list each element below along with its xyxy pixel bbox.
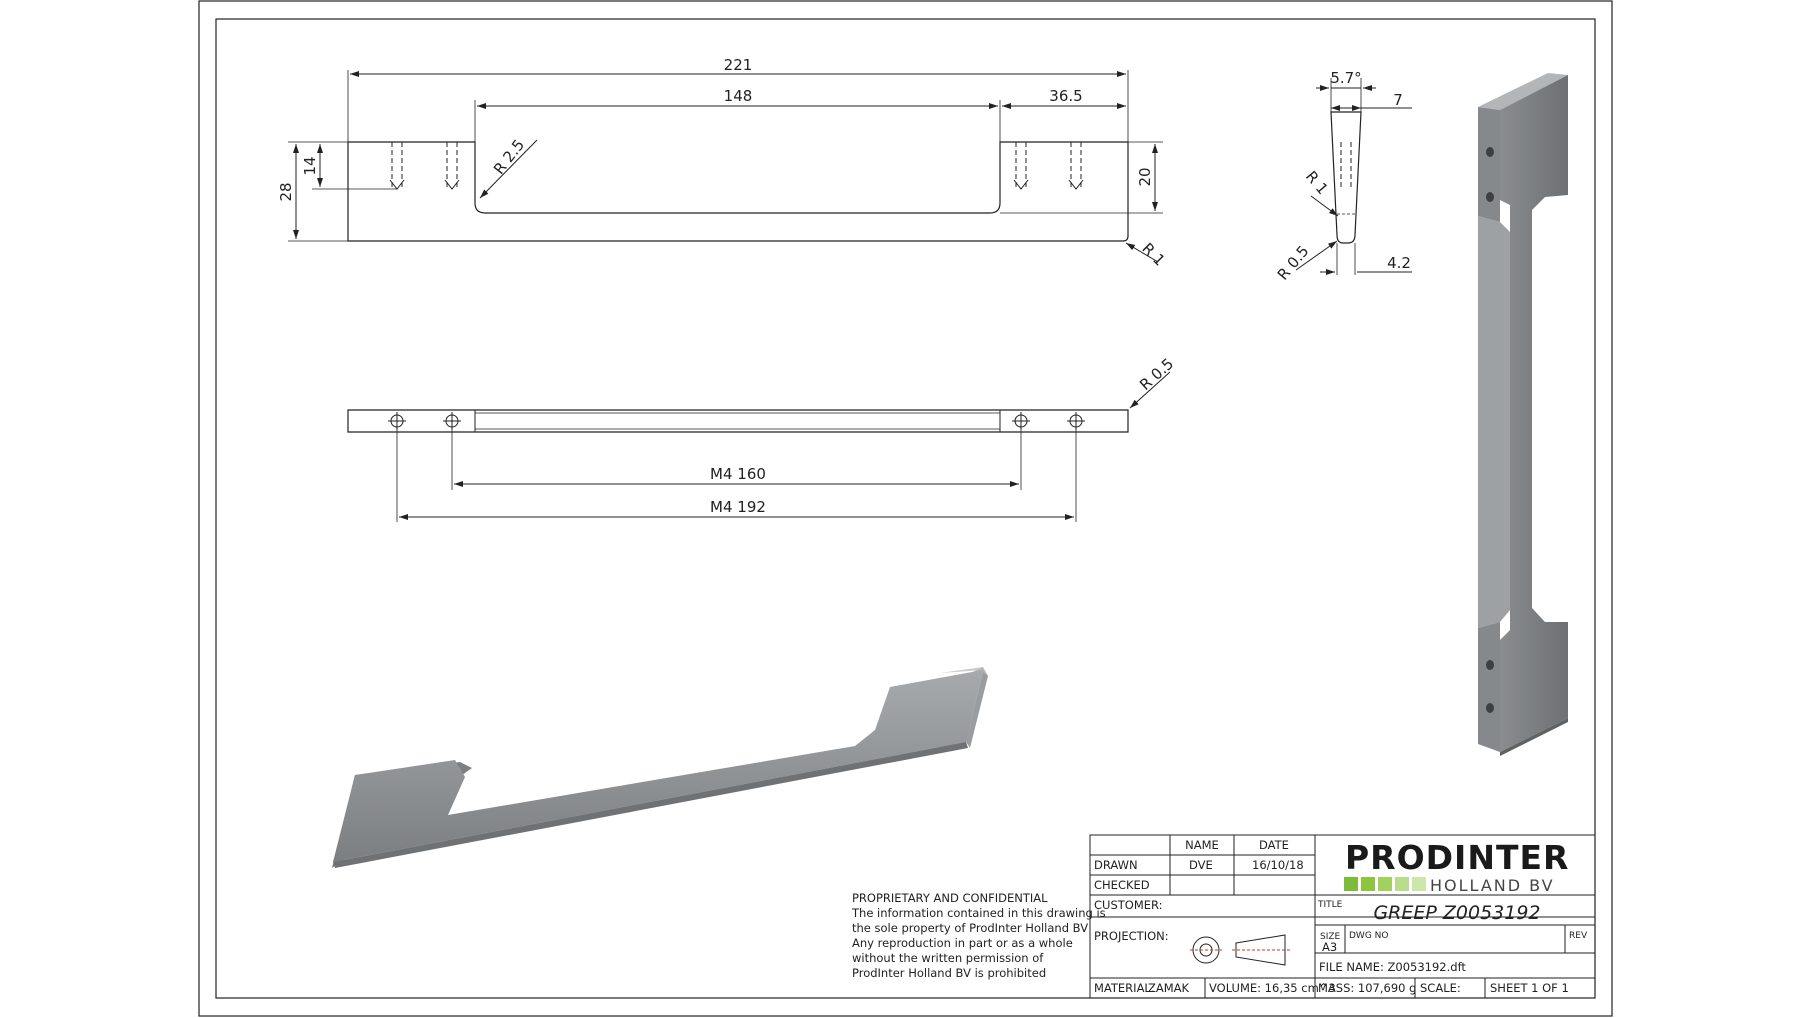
isometric-handle-render xyxy=(332,667,988,868)
tb-title-value: GREEP Z0053192 xyxy=(1373,902,1540,924)
top-view-outline xyxy=(347,409,1129,433)
top-view xyxy=(347,371,1171,522)
dim-overall: 221 xyxy=(724,56,753,74)
dim-height: 28 xyxy=(277,182,295,201)
inner-border xyxy=(215,18,1596,999)
tb-drawn-date: 16/10/18 xyxy=(1252,858,1304,872)
projection-symbol xyxy=(1190,934,1290,966)
dim-hole-192: M4 192 xyxy=(710,498,766,516)
confidential-line-1: The information contained in this drawin… xyxy=(851,906,1106,920)
title-block xyxy=(1089,834,1596,999)
tb-size-label: SIZE xyxy=(1320,932,1341,942)
tb-dwg-label: DWG NO xyxy=(1349,931,1388,941)
dim-middle: 148 xyxy=(724,87,753,105)
dim-top-radius: R 0.5 xyxy=(1136,355,1177,395)
tb-volume: VOLUME: 16,35 cm^3 xyxy=(1209,981,1336,995)
side-view-outline xyxy=(1330,111,1362,244)
confidential-line-3: Any reproduction in part or as a whole xyxy=(852,936,1073,950)
tb-projection-label: PROJECTION: xyxy=(1094,929,1169,943)
dim-inner-radius: R 2.5 xyxy=(490,136,528,178)
tb-title-label: TITLE xyxy=(1317,900,1343,910)
outer-border xyxy=(198,0,1613,1017)
tb-col-name: NAME xyxy=(1185,838,1219,852)
tb-drawn-name: DVE xyxy=(1189,858,1213,872)
dim-top-width: 7 xyxy=(1393,91,1403,109)
front-view xyxy=(288,70,1163,263)
tb-mass: MASS: 107,690 g xyxy=(1318,981,1416,995)
dim-hole-160: M4 160 xyxy=(710,465,766,483)
company-name: PRODINTER xyxy=(1345,838,1569,877)
dim-side-radius-1: R 1 xyxy=(1302,168,1332,199)
prodinter-logo: PRODINTER HOLLAND BV xyxy=(1344,838,1569,895)
confidential-line-4: without the written permission of xyxy=(852,951,1044,965)
tb-material-label: MATERIAL: xyxy=(1094,981,1155,995)
front-view-outline xyxy=(347,141,1129,242)
confidential-line-5: ProdInter Holland BV is prohibited xyxy=(852,966,1046,980)
company-sub: HOLLAND BV xyxy=(1430,876,1555,895)
dim-corner-radius: R 1 xyxy=(1138,239,1168,269)
mounting-holes xyxy=(388,412,1085,430)
tb-drawn-label: DRAWN xyxy=(1094,858,1138,872)
tb-material-value: ZAMAK xyxy=(1148,981,1190,995)
tb-sheet: SHEET 1 OF 1 xyxy=(1490,981,1569,995)
tb-file-name: FILE NAME: Z0053192.dft xyxy=(1319,960,1466,974)
confidential-heading: PROPRIETARY AND CONFIDENTIAL xyxy=(852,891,1048,905)
tb-customer-label: CUSTOMER: xyxy=(1094,898,1163,912)
dim-bottom-width: 4.2 xyxy=(1387,254,1411,272)
vertical-handle-render xyxy=(1478,73,1568,756)
dim-inner-height: 20 xyxy=(1136,167,1154,186)
dim-angle: 5.7° xyxy=(1330,69,1361,87)
tb-size-value: A3 xyxy=(1322,940,1337,954)
tb-scale: SCALE: xyxy=(1420,981,1461,995)
dim-end: 36.5 xyxy=(1049,87,1082,105)
vertical-handle-holes xyxy=(1486,147,1494,713)
tb-col-date: DATE xyxy=(1259,838,1289,852)
confidential-notice: PROPRIETARY AND CONFIDENTIAL The informa… xyxy=(851,891,1106,980)
tb-checked-label: CHECKED xyxy=(1094,878,1150,892)
confidential-line-2: the sole property of ProdInter Holland B… xyxy=(852,921,1088,935)
dim-hole-offset: 14 xyxy=(301,156,319,175)
tb-rev-label: REV xyxy=(1569,931,1588,941)
side-view xyxy=(1295,78,1412,275)
